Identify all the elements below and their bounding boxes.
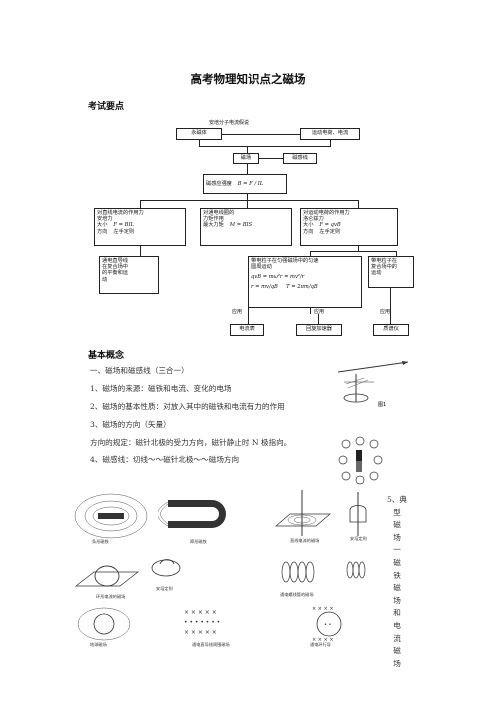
map-magnet: 永磁体 [176,128,222,140]
map-induction: 磁感应强度 B = F / IL [203,174,287,194]
svg-text:× × × ×: × × × × [312,637,334,642]
section-heading-basic: 基本概念 [88,351,125,361]
page-title: 高考物理知识点之磁场 [190,72,306,86]
horseshoe-magnet-figure [158,500,226,528]
map-uniform-motion: 带电粒子在匀强磁场中的匀速 圆周运动 qvB = mω²r = mv²/r r … [248,256,362,308]
apply-label-2: 应用 [314,309,325,315]
caption-rule-2: 安培定则 [156,586,173,591]
caption-bar-magnet: 条形磁铁 [92,539,109,544]
apply-label-1: 应用 [232,309,243,315]
svg-text:× × × × ×: × × × × × [184,629,217,636]
loop-rule-figure [151,559,181,577]
current-field-figure: 图1 [337,361,409,408]
map-current: 运动电荷、电流 [300,128,360,140]
caption-wire-section: 通电直导线周围磁场 [192,642,230,647]
map-top-note: 安培分子电流假说 [209,120,250,126]
svg-text:× × × ×: × × × × [312,606,334,612]
caption-straight-wire: 直线电流的磁场 [290,538,320,543]
text-line-6: 4、磁感线：切线～～磁针北极～～磁场方向 [90,455,240,464]
solenoid-figure [281,561,315,583]
map-field: 磁场 [233,153,259,164]
svg-text:• •: • • [324,622,332,628]
caption-loop: 环形电流的磁场 [96,594,126,599]
map-compound: 带电粒子在 复合场中的 运动 [368,256,414,288]
map-balance: 通电直导线 在复合场中 的平衡和运 动 [99,256,159,294]
loop-current-figure [74,565,140,587]
ring-cross-section-figure: × × × × • • × × × × [312,606,342,642]
caption-ring-section: 通电环行导 [310,642,331,647]
text-line-1: 一、磁场和磁感线（三合一） [90,366,189,375]
caption-earth: 地球磁场 [90,642,107,647]
induction-label: 磁感应强度 [206,181,232,187]
straight-wire-figure [275,490,331,536]
caption-rule-1: 安培定则 [350,536,367,541]
typical-fields-column: 5、典 型 磁 场 一 磁 铁 磁 场 和 电 流 磁 场 [386,495,408,668]
bar-magnet-figure [74,493,148,539]
caption-horseshoe: 蹄形磁铁 [190,539,207,544]
compass-ring-figure [338,436,383,485]
apply-label-3: 应用 [380,309,391,315]
svg-text:• • • • • • •: • • • • • • • [184,619,220,626]
earth-field-figure [77,607,131,641]
map-ammeter: 电流表 [230,324,264,336]
map-cyclotron: 回旋加速器 [296,324,342,336]
map-field-line: 磁感线 [283,153,317,164]
text-line-4: 3、磁场的方向（矢量） [90,420,171,429]
section-heading-exam: 考试要点 [88,102,125,112]
text-line-5: 方向的规定：磁针北极的受力方向，磁针静止时 N 极指向。 [90,438,292,447]
map-mass-spectrometer: 质谱仪 [373,324,409,336]
figure-label: 图1 [378,402,386,408]
text-line-3: 2、磁场的基本性质：对放入其中的磁铁和电流有力的作用 [90,402,285,411]
right-hand-rule-figure [349,492,367,536]
svg-text:× × × × ×: × × × × × [184,609,217,616]
wire-cross-section-figure: × × × × × • • • • • • • × × × × × [184,609,220,636]
caption-solenoid: 通电螺线管的磁场 [280,592,314,597]
solenoid-rule-figure [346,561,366,579]
text-line-2: 1、磁场的来源：磁铁和电流、变化的电场 [90,384,232,393]
